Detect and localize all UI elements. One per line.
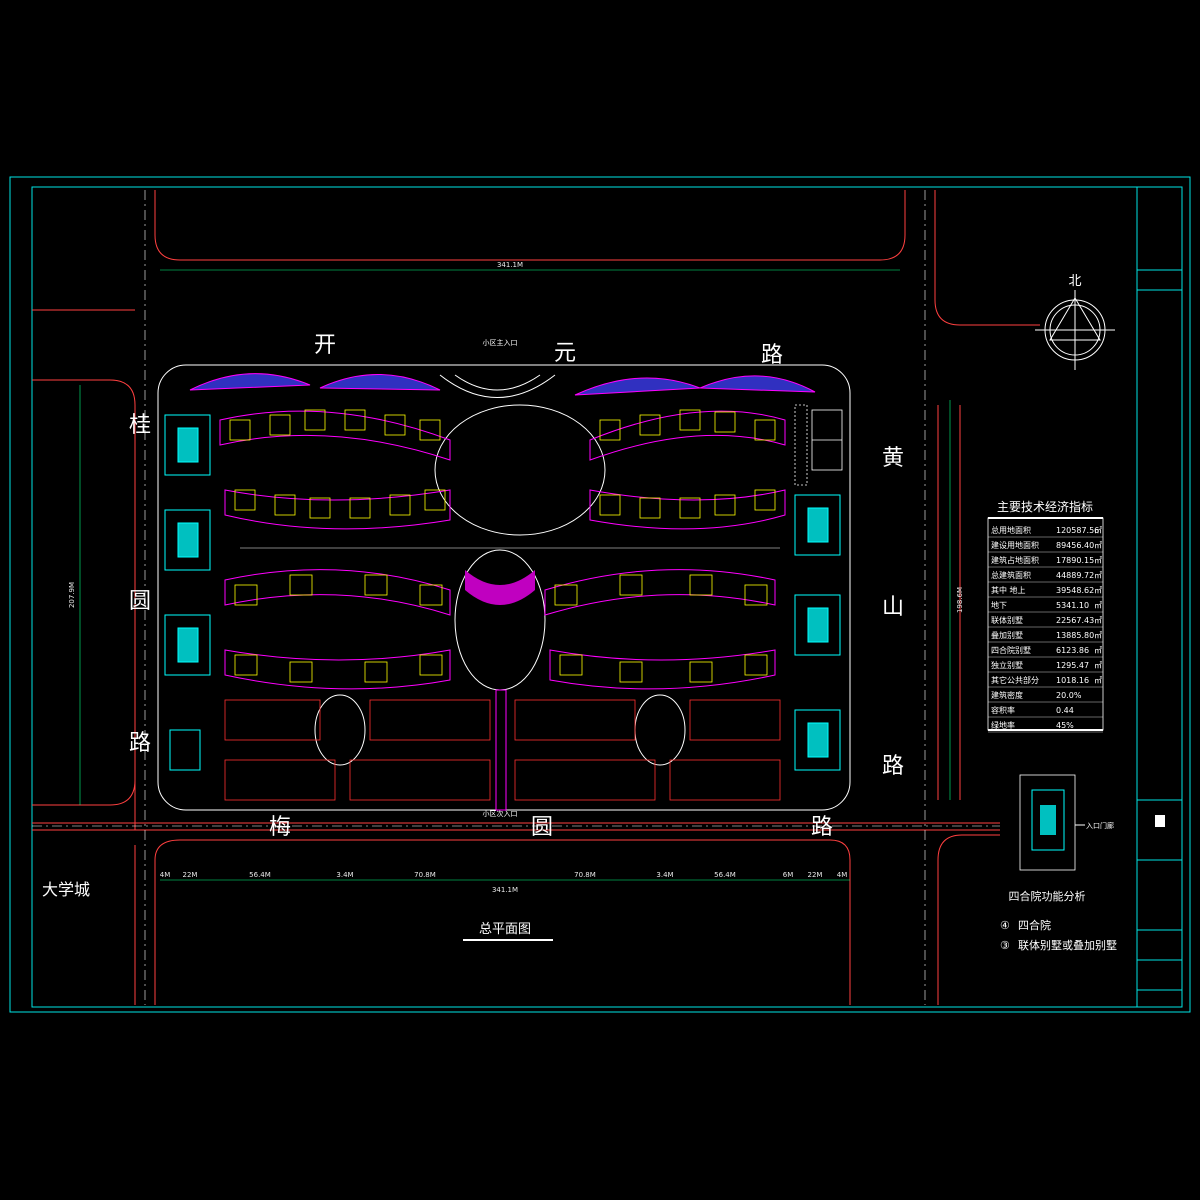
tech-row-unit: ㎡	[1094, 646, 1102, 655]
tech-row-label: 其它公共部分	[991, 675, 1039, 685]
tech-row-value: 45%	[1056, 721, 1074, 730]
tech-row-value: 6123.86	[1056, 646, 1089, 655]
courtyard-houses	[164, 414, 841, 771]
south-main-entrance: 小区次入口	[483, 809, 518, 818]
north-gardens	[189, 373, 816, 398]
road-north-char-3: 路	[761, 343, 783, 368]
central-plaza	[240, 404, 780, 811]
dim-seg-9: 22M	[808, 871, 823, 879]
road-west-char-3: 路	[129, 731, 151, 756]
tech-row-label: 四合院别墅	[991, 645, 1031, 655]
tech-row-unit: ㎡	[1094, 661, 1102, 670]
road-north-char-1: 开	[314, 333, 336, 358]
university-label: 大学城	[42, 880, 90, 899]
dim-seg-4: 70.8M	[414, 871, 436, 879]
tech-row-value: 39548.62	[1056, 586, 1094, 595]
tennis-court	[794, 404, 843, 486]
dim-seg-10: 4M	[837, 871, 848, 879]
dim-seg-7: 56.4M	[714, 871, 736, 879]
tech-row-unit: ㎡	[1094, 556, 1102, 565]
tech-row-value: 5341.10	[1056, 601, 1089, 610]
drawing-title: 总平面图	[479, 922, 531, 937]
road-west-char-2: 圆	[129, 589, 151, 614]
north-main-entrance: 小区主入口	[483, 338, 518, 347]
tech-row-label: 叠加别墅	[991, 630, 1023, 640]
tech-row-label: 总建筑面积	[991, 570, 1031, 580]
tech-table-title: 主要技术经济指标	[997, 499, 1093, 514]
tech-row-unit: ㎡	[1094, 616, 1102, 625]
tech-row-value: 120587.56	[1056, 526, 1099, 535]
dim-seg-3: 3.4M	[336, 871, 353, 879]
legend-symbol-1: ④	[1000, 919, 1010, 932]
road-west-char-1: 桂	[129, 413, 151, 438]
dim-bottom-total: 341.1M	[492, 886, 518, 894]
tech-row-unit: ㎡	[1094, 601, 1102, 610]
tech-row-unit: ㎡	[1094, 631, 1102, 640]
dimension-lines	[79, 269, 951, 881]
tech-row-value: 0.44	[1056, 706, 1074, 715]
tech-row-unit: ㎡	[1094, 571, 1102, 580]
road-east-char-1: 黄	[882, 446, 904, 471]
road-east-char-3: 路	[882, 754, 904, 779]
tech-row-label: 总用地面积	[991, 525, 1031, 535]
tech-row-value: 44889.72	[1056, 571, 1094, 580]
north-arrow	[1035, 290, 1115, 370]
road-centerlines	[32, 190, 1000, 1005]
courtyard-analysis-title: 四合院功能分析	[1009, 889, 1086, 903]
tech-row-value: 17890.15	[1056, 556, 1094, 565]
road-north-char-2: 元	[554, 341, 576, 366]
building-footprints	[229, 409, 776, 683]
tech-row-value: 22567.43	[1056, 616, 1094, 625]
tech-row-label: 其中 地上	[991, 585, 1026, 595]
tech-row-label: 建设用地面积	[991, 540, 1039, 550]
north-label: 北	[1068, 274, 1081, 289]
tech-row-label: 独立别墅	[991, 660, 1023, 670]
tech-row-label: 联体别墅	[991, 615, 1023, 625]
tech-row-value: 89456.40	[1056, 541, 1094, 550]
dim-seg-2: 56.4M	[249, 871, 271, 879]
tech-row-label: 建筑占地面积	[991, 555, 1039, 565]
dim-seg-5: 70.8M	[574, 871, 596, 879]
legend-text-1: 四合院	[1018, 918, 1051, 932]
tech-row-label: 建筑密度	[991, 690, 1023, 700]
courtyard-analysis-diagram	[1019, 774, 1085, 871]
tech-row-value: 20.0%	[1056, 691, 1082, 700]
dim-left-total: 207.9M	[68, 582, 76, 608]
dim-right-total: 198.6M	[956, 587, 964, 613]
dim-seg-8: 6M	[783, 871, 794, 879]
tech-row-value: 1018.16	[1056, 676, 1089, 685]
tech-row-label: 容积率	[991, 705, 1015, 715]
tech-row-unit: ㎡	[1094, 526, 1102, 535]
tech-row-unit: ㎡	[1094, 676, 1102, 685]
road-south-char-1: 梅	[269, 815, 291, 840]
tech-row-label: 绿地率	[991, 720, 1015, 730]
dim-top-total: 341.1M	[497, 261, 523, 269]
dim-seg-1: 22M	[183, 871, 198, 879]
tech-table	[987, 517, 1104, 731]
title-block	[1136, 186, 1183, 1008]
tech-row-value: 13885.80	[1056, 631, 1094, 640]
dim-bottom-segments: 4M 22M 56.4M 3.4M 70.8M 70.8M 3.4M 56.4M…	[160, 871, 848, 879]
tech-row-unit: ㎡	[1094, 541, 1102, 550]
tech-row-unit: ㎡	[1094, 586, 1102, 595]
dim-seg-6: 3.4M	[656, 871, 673, 879]
road-south-char-2: 圆	[531, 815, 553, 840]
tech-row-label: 地下	[991, 600, 1007, 610]
legend-symbol-2: ③	[1000, 939, 1010, 952]
sheet-outer-frame	[9, 176, 1191, 1013]
legend-text-2: 联体别墅或叠加别墅	[1018, 938, 1117, 952]
road-south-char-3: 路	[811, 815, 833, 840]
road-east-char-2: 山	[882, 595, 904, 620]
courtyard-entry-label: 入口门廊	[1086, 821, 1114, 830]
villa-rows	[219, 410, 786, 690]
tech-row-value: 1295.47	[1056, 661, 1089, 670]
streets	[32, 190, 1040, 1005]
south-townhouses	[224, 699, 781, 801]
dim-seg-0: 4M	[160, 871, 171, 879]
